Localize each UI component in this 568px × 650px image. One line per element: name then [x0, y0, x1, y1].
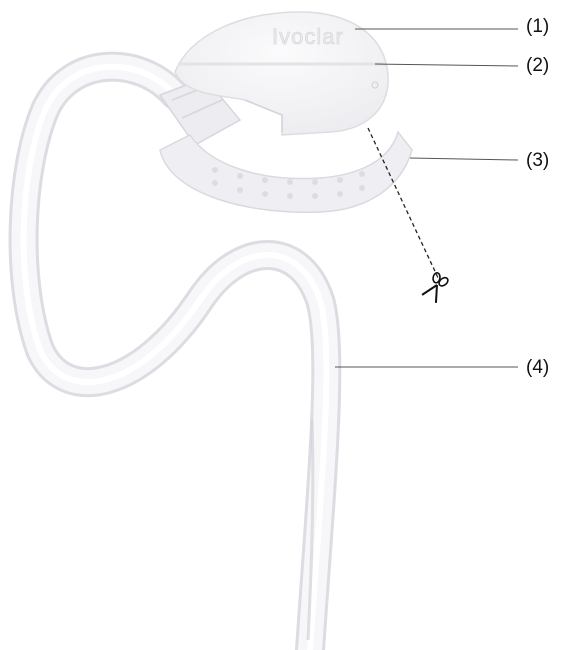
callout-label-3: (3)	[526, 151, 549, 171]
leader-line-3	[410, 158, 518, 160]
callout-label-4: (4)	[526, 358, 549, 378]
leader-line-2	[375, 64, 518, 66]
callout-label-2: (2)	[526, 56, 549, 76]
callout-label-1: (1)	[526, 17, 549, 37]
retractor-piece	[160, 132, 412, 212]
brand-mark: Ivoclar	[272, 24, 344, 49]
scissors-icon	[421, 270, 450, 303]
